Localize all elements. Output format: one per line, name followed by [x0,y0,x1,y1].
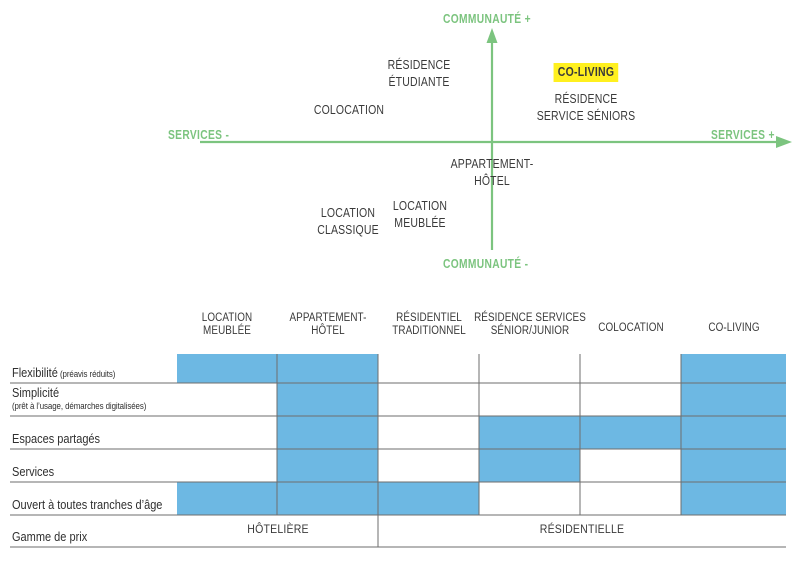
row-label: Services [12,465,54,479]
table-cell-filled [277,416,378,449]
quadrant-item-residence-service-seniors: RÉSIDENCE SERVICE SÉNIORS [537,92,636,123]
quadrant-item-line1: LOCATION [392,199,448,213]
column-header-line1: LOCATION [201,312,253,324]
row-label-text: Espaces partagés [12,432,101,446]
axis-label-services-negative: SERVICES - [168,128,230,142]
column-header: APPARTEMENT-HÔTEL [289,312,366,338]
column-header-line1: CO-LIVING [707,322,760,334]
column-header-line2: TRADITIONNEL [391,324,466,337]
axis-label-community-positive: COMMUNAUTÉ + [443,12,531,26]
table-cell-filled [681,449,786,482]
quadrant-item-appartement-hotel: APPARTEMENT- HÔTEL [451,157,534,188]
quadrant-item-line2: ÉTUDIANTE [388,75,450,89]
row-label: Ouvert à toutes tranches d’âge [12,498,162,512]
quadrant-item-line2: MEUBLÉE [394,216,446,230]
table-cell-filled [681,482,786,515]
column-header-line1: RÉSIDENTIEL [395,312,462,324]
table-cell-filled [277,383,378,416]
table-cell-filled [580,416,681,449]
quadrant-item-colocation: COLOCATION [314,103,384,117]
row-label-text: Ouvert à toutes tranches d’âge [12,498,163,512]
axis-label-community-negative: COMMUNAUTÉ - [443,257,529,271]
row-label-note: (prêt à l’usage, démarches digitalisées) [12,401,147,411]
quadrant-item-line1: CO-LIVING [553,63,619,82]
column-header-line2: SÉNIOR/JUNIOR [490,324,569,337]
quadrant-item-line2: SERVICE SÉNIORS [536,109,636,123]
quadrant-axes-svg [200,28,792,250]
price-band-label: HÔTELIÈRE [246,522,309,536]
quadrant-item-residence-etudiante: RÉSIDENCE ÉTUDIANTE [388,58,451,89]
row-label: Gamme de prix [12,530,87,544]
row-label-note: (préavis réduits) [57,369,116,379]
quadrant-item-co-living: CO-LIVING [553,63,619,82]
column-header-line2: MEUBLÉE [203,324,251,337]
row-label: Espaces partagés [12,432,100,446]
column-header-line1: APPARTEMENT- [288,312,367,324]
column-header: COLOCATION [598,322,664,335]
horizontal-axis-arrow [776,136,792,148]
quadrant-item-line1: LOCATION [320,206,376,220]
table-cell-filled [681,354,786,383]
column-header-line2: HÔTEL [310,324,345,337]
row-label-text: Gamme de prix [12,530,88,544]
quadrant-item-line1: RÉSIDENCE [554,92,618,106]
row-label-text: Flexibilité [12,366,58,380]
column-header: CO-LIVING [708,322,759,335]
row-label-text: Services [12,465,55,479]
column-header-line1: COLOCATION [597,322,664,334]
quadrant-item-line2: CLASSIQUE [317,223,379,237]
table-cell-filled [479,416,580,449]
table-cell-filled [681,416,786,449]
table-cell-filled [177,354,277,383]
table-cell-filled [479,449,580,482]
row-label: Simplicité(prêt à l’usage, démarches dig… [12,386,146,411]
quadrant-item-line1: RÉSIDENCE [387,58,451,72]
quadrant-item-location-classique: LOCATION CLASSIQUE [317,206,379,237]
quadrant-item-location-meublee: LOCATION MEUBLÉE [393,199,447,230]
positioning-quadrant-diagram: COMMUNAUTÉ + COMMUNAUTÉ - SERVICES - SER… [168,12,792,271]
table-cell-filled [378,482,479,515]
quadrant-item-line1: COLOCATION [313,103,385,117]
comparison-table-grid [10,354,786,548]
price-band-label: RÉSIDENTIELLE [539,522,625,536]
table-cell-filled [277,354,378,383]
quadrant-item-line1: APPARTEMENT- [450,157,534,171]
column-header-line1: RÉSIDENCE SERVICES [473,312,586,324]
row-label: Flexibilité (préavis réduits) [12,366,115,380]
table-cell-filled [681,383,786,416]
vertical-axis-arrow [486,28,498,43]
axis-label-services-positive: SERVICES + [710,128,775,142]
quadrant-item-line2: HÔTEL [474,174,510,188]
table-cell-filled [277,482,378,515]
row-label-text: Simplicité [12,386,60,400]
table-cell-filled [177,482,277,515]
table-cell-filled [277,449,378,482]
